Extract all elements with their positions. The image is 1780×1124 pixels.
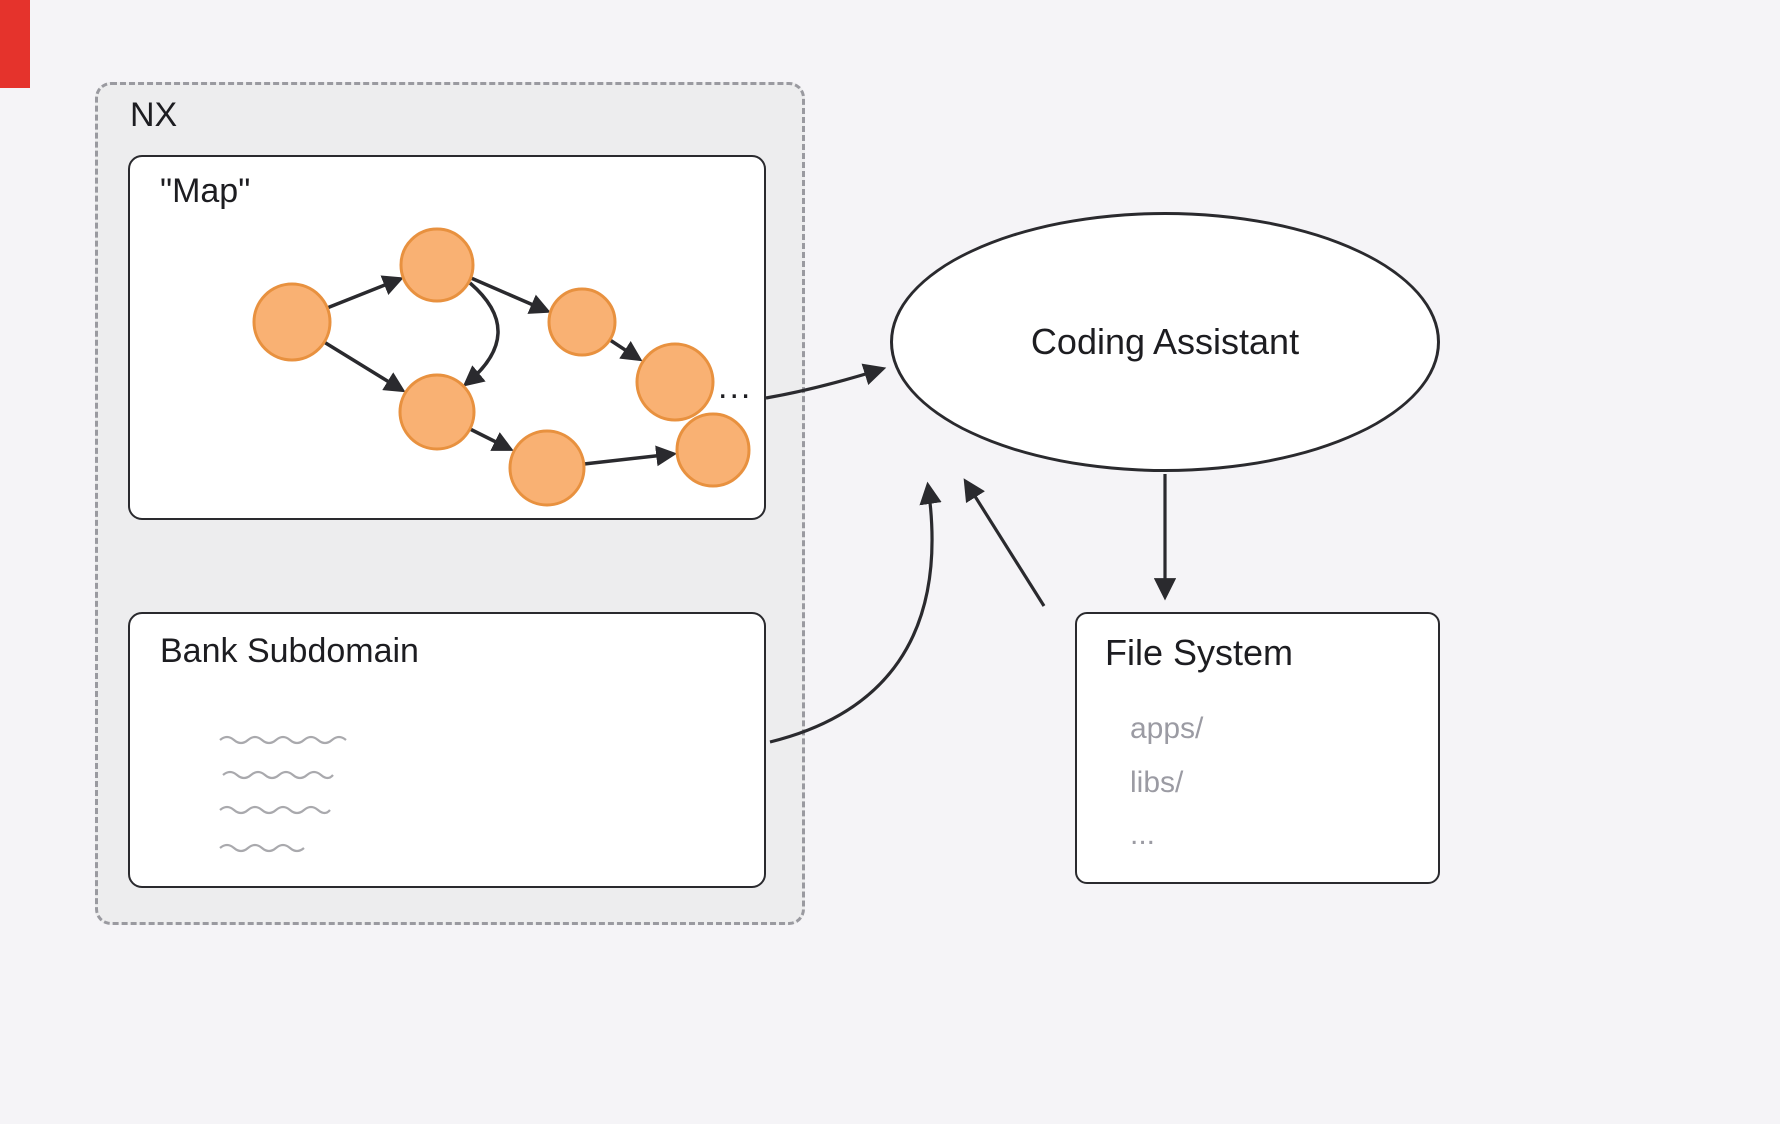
red-accent-bar xyxy=(0,0,30,88)
bank-subdomain-box xyxy=(128,612,766,888)
file-system-entry: apps/ xyxy=(1130,712,1204,745)
map-label: "Map" xyxy=(160,172,251,210)
file-system-box xyxy=(1075,612,1440,884)
arrow-filesystem-to-assistant xyxy=(963,478,1046,607)
file-system-entry: ... xyxy=(1130,818,1156,851)
bank-subdomain-label: Bank Subdomain xyxy=(160,632,419,670)
file-system-entry: libs/ xyxy=(1130,766,1184,799)
file-system-label: File System xyxy=(1105,632,1294,673)
map-ellipsis: ... xyxy=(718,368,753,406)
coding-assistant-label: Coding Assistant xyxy=(1030,321,1300,362)
nx-label: NX xyxy=(130,96,178,134)
coding-assistant-ellipse: Coding Assistant xyxy=(890,212,1440,472)
